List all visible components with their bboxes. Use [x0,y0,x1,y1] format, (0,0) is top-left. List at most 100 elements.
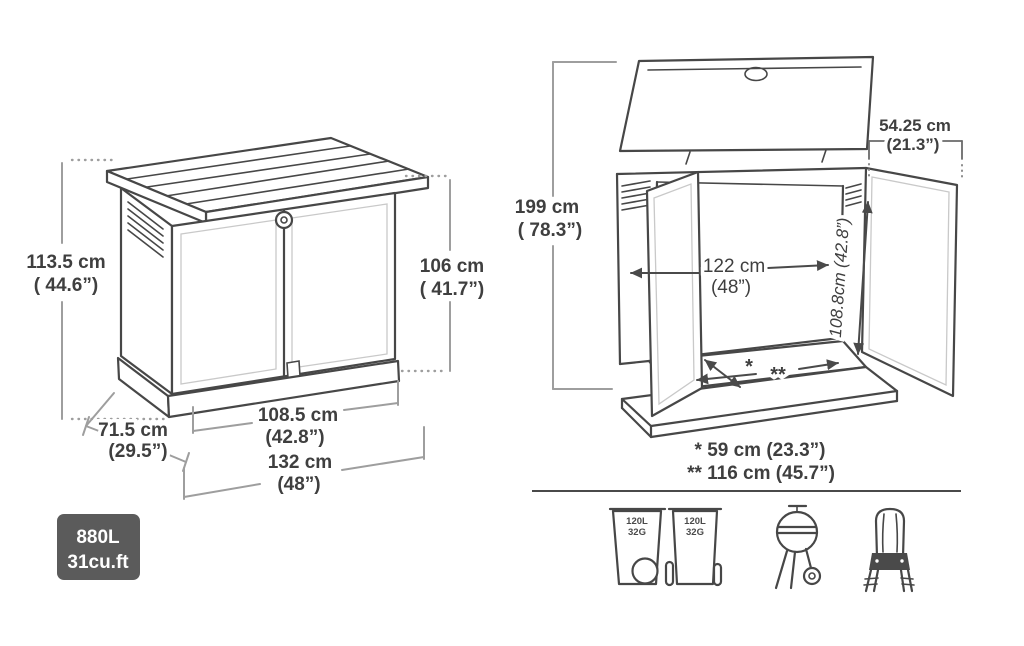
roof-plank-line [146,153,371,188]
vent-slat [127,201,164,230]
vent-slat [621,192,651,199]
vent-slat [127,222,164,251]
right-door-open [860,166,959,398]
door-inset [653,183,695,406]
height-right-in-label: ( 41.7”) [420,279,484,300]
inner-width-arrow-right [767,260,829,272]
dim-leader [85,392,115,427]
chair-backrest [874,507,906,559]
chair-backrest-slat [895,513,899,553]
chair-seat [869,553,910,570]
lock-icon [274,210,294,230]
dim-depth: 71.5 cm (29.5”) [82,392,190,472]
dim-door-width: 54.25 cm (21.3”) [868,113,963,182]
side-panel [119,186,174,396]
front-width-in-label: (42.8”) [265,427,324,448]
left-door-open [645,170,704,418]
inner-height-label: 108.8cm (42.8”) [826,217,853,338]
vent-slat [621,180,651,187]
vent-slat [845,195,862,201]
grill-leg [804,547,813,570]
lid-handle-hole [744,66,768,82]
chair-leg-rung [900,577,914,580]
dim-line [192,422,253,432]
wheelie-bin-icon: 120L 32G [608,507,667,586]
lid-inner-line [647,66,862,71]
dim-line [85,425,105,434]
dim-open-height: 199 cm ( 78.3”) [511,61,617,390]
chair-leg-rung [864,577,879,580]
footnote-width-label: ** 116 cm (45.7”) [687,463,835,484]
dim-line [343,402,399,411]
capacity-badge: 880L 31cu.ft [57,514,140,580]
floor-width-arrow-left [696,373,757,385]
footnote-depth-label: * 59 cm (23.3”) [695,440,826,461]
base-thickness-edge [620,406,653,439]
door-inset-right [291,203,388,369]
badge-background [57,514,140,580]
open-height-in-label: ( 78.3”) [518,220,582,241]
vent-slat [621,204,651,211]
closed-shed-view: 113.5 cm ( 44.6”) 106 cm ( 41.7”) 71.5 c… [23,136,488,580]
left-wall-outer-edge [615,172,622,366]
door-width-in-label: (21.3”) [887,135,940,154]
chair-leg [864,568,873,593]
bin-capacity-gallons: 32G [628,527,646,538]
bin-capacity-liters: 120L [626,516,648,527]
grill-leg [789,550,797,590]
chair-leg [899,568,906,593]
bin-capacity-liters: 120L [684,516,706,527]
bin-wheel [631,557,659,585]
vent-slat [127,229,164,258]
grill-leg [774,549,789,590]
badge-liters-label: 880L [76,527,120,548]
vent-slat [845,183,862,189]
chair-seat-bolt [875,559,879,563]
height-left-cm-label: 113.5 cm [26,252,105,273]
inner-height-arrow [853,201,873,355]
roof-plank-line [126,145,351,180]
lid-open [618,55,875,153]
badge-cubic-feet-label: 31cu.ft [67,552,129,573]
height-left-in-label: ( 44.6”) [34,275,98,296]
floor-depth-arrow [704,359,741,388]
door-width-cm-label: 54.25 cm [879,116,951,135]
interior-right-corner [838,184,845,340]
front-width-cm-label: 108.5 cm [258,405,338,426]
dim-line [341,456,425,471]
dim-front-width: 108.5 cm (42.8”) [192,380,399,452]
floor-width-marker: ** [770,364,786,386]
vent-slat [621,198,651,205]
chair-leg-rung [901,583,915,586]
chair-leg-rung [863,583,878,586]
roof-plank-line [185,168,410,205]
open-shed-view: 199 cm ( 78.3”) 54.25 cm (21.3”) 122 cm … [511,55,963,484]
chair-leg [872,568,880,593]
inner-width-in-label: (48”) [711,277,751,298]
grill-wheel [802,566,822,586]
chair-seat-bolt [900,559,904,563]
vent-slat [127,208,164,237]
vent-slat [127,215,164,244]
vent-slat [845,201,862,207]
bbq-grill-icon [774,504,822,590]
bin-wheel [664,560,675,587]
dim-line [183,483,261,498]
wheelie-bin-icon: 120L 32G [664,507,723,587]
dim-height-right: 106 cm ( 41.7”) [400,174,488,373]
folding-chair-icon [863,507,915,593]
bin-capacity-gallons: 32G [686,527,704,538]
bin-wheel [712,562,723,587]
open-height-cm-label: 199 cm [515,197,579,218]
height-right-cm-label: 106 cm [420,256,484,277]
open-shed-drawing [615,55,959,439]
closed-shed-drawing [105,136,430,419]
grill-wheel-hub [808,572,816,580]
bin-body [671,509,719,586]
footnotes: * 59 cm (23.3”) ** 116 cm (45.7”) [687,440,835,484]
floor-width-arrow-right [798,359,839,371]
lock-keyhole [280,216,288,224]
left-wall-bottom-edge [618,359,651,366]
chair-backrest-slat [881,513,885,553]
